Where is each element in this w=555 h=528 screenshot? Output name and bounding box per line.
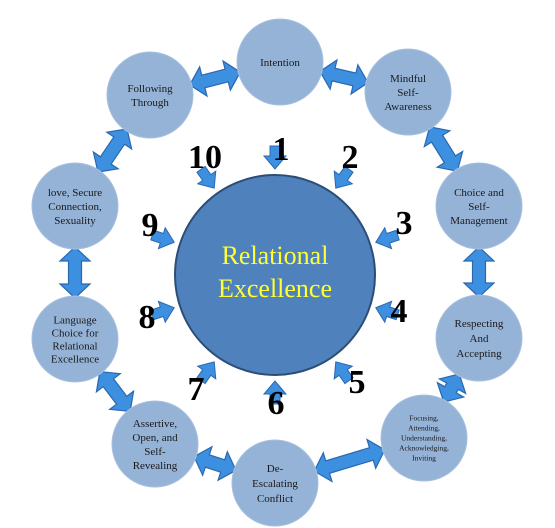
connector-arrow-8	[58, 246, 92, 299]
step-number: 8	[139, 299, 156, 336]
inward-arrow-6	[262, 380, 288, 405]
step-number: 7	[188, 371, 205, 408]
step-number: 10	[188, 139, 222, 176]
inward-arrow-4	[375, 300, 400, 324]
inward-arrow-10	[196, 165, 217, 189]
node-circle	[435, 294, 523, 382]
node-label: Intention	[260, 57, 300, 69]
step-number: 9	[142, 207, 159, 244]
center-circle-shape	[174, 174, 376, 376]
node-intention: Intention	[236, 18, 324, 106]
node-label: Focusing,Attending,Understanding,Acknowl…	[399, 414, 449, 463]
inward-arrow-2	[333, 165, 354, 189]
inward-arrow-9	[150, 226, 175, 250]
node-circle	[31, 295, 119, 383]
connector-arrow-5	[313, 438, 386, 483]
connector-arrow-1	[319, 58, 369, 96]
step-number: 1	[273, 131, 290, 168]
step-number: 4	[391, 293, 408, 330]
step-numbers: 1 23 45 6 78 9 10	[139, 131, 413, 422]
step-number: 3	[396, 205, 413, 242]
step-number: 6	[268, 385, 285, 422]
inward-arrow-7	[196, 361, 217, 385]
node-circle	[380, 394, 468, 482]
node-circle	[435, 162, 523, 250]
node-circle	[364, 48, 452, 136]
node-circle	[231, 439, 319, 527]
step-number: 2	[342, 139, 359, 176]
node-circle	[236, 18, 324, 106]
inward-arrow-8	[150, 300, 175, 324]
inward-arrow-5	[333, 361, 354, 385]
connector-arrows	[58, 58, 496, 483]
node-circle	[31, 162, 119, 250]
node-focusing-attending: Focusing,Attending,Understanding,Acknowl…	[380, 394, 468, 482]
node-circle	[106, 51, 194, 139]
inward-arrow-1	[262, 145, 288, 170]
step-number: 5	[349, 364, 366, 401]
connector-arrow-10	[188, 59, 242, 98]
inward-arrows	[150, 145, 400, 405]
inward-arrow-3	[375, 226, 400, 250]
connector-arrow-3	[462, 246, 496, 298]
node-circle	[111, 400, 199, 488]
